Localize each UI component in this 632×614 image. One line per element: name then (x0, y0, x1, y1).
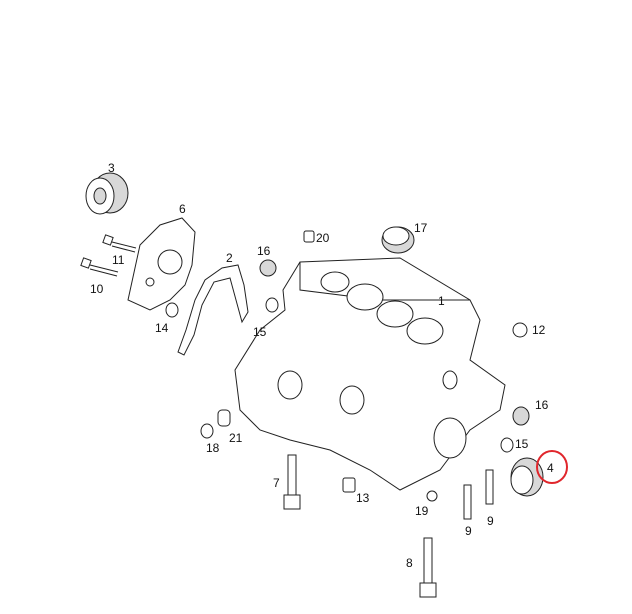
label-14: 14 (155, 321, 169, 335)
label-7: 7 (273, 476, 280, 490)
label-1: 1 (438, 294, 445, 308)
part-7-bolt[interactable] (283, 454, 301, 510)
label-3: 3 (108, 161, 115, 175)
part-13-bolt[interactable] (342, 477, 356, 493)
part-8-bolt[interactable] (419, 537, 437, 598)
part-20-sleeve[interactable] (303, 230, 315, 243)
label-15: 15 (253, 325, 267, 339)
part-18-sleeve[interactable] (200, 423, 214, 439)
part-10-bolt[interactable] (80, 257, 119, 277)
part-21-sleeve[interactable] (217, 409, 231, 427)
label-17: 17 (414, 221, 428, 235)
part-6-cover-plate[interactable] (127, 217, 196, 311)
part-16-plug[interactable] (259, 259, 277, 277)
label-18: 18 (206, 441, 220, 455)
label-16b: 16 (535, 398, 549, 412)
part-15-sleeve-2[interactable] (500, 437, 514, 453)
part-9-dowel-2[interactable] (485, 469, 494, 505)
label-19: 19 (415, 504, 429, 518)
part-14-sleeve[interactable] (165, 302, 179, 318)
label-15b: 15 (515, 437, 529, 451)
part-4-crankshaft-seal[interactable] (510, 457, 544, 497)
label-10: 10 (90, 282, 104, 296)
part-3-bearing[interactable] (85, 172, 129, 215)
part-19-sleeve[interactable] (426, 490, 438, 502)
label-9: 9 (465, 524, 472, 538)
label-20: 20 (316, 231, 330, 245)
label-2: 2 (226, 251, 233, 265)
part-2-gasket[interactable] (177, 264, 249, 356)
part-17-cap[interactable] (381, 226, 415, 254)
part-16-seal[interactable] (512, 406, 530, 426)
label-13: 13 (356, 491, 370, 505)
label-12: 12 (532, 323, 546, 337)
label-21: 21 (229, 431, 243, 445)
label-6: 6 (179, 202, 186, 216)
label-9b: 9 (487, 514, 494, 528)
part-9-dowel[interactable] (463, 484, 472, 520)
part-11-bolt[interactable] (102, 234, 137, 253)
label-4[interactable]: 4 (547, 461, 554, 475)
label-8: 8 (406, 556, 413, 570)
part-12-seal[interactable] (512, 322, 528, 338)
label-16: 16 (257, 244, 271, 258)
highlight-circle (536, 450, 568, 484)
part-1-cylinder-block[interactable] (234, 257, 506, 491)
part-15-sleeve[interactable] (265, 297, 279, 313)
label-11: 11 (112, 253, 125, 267)
